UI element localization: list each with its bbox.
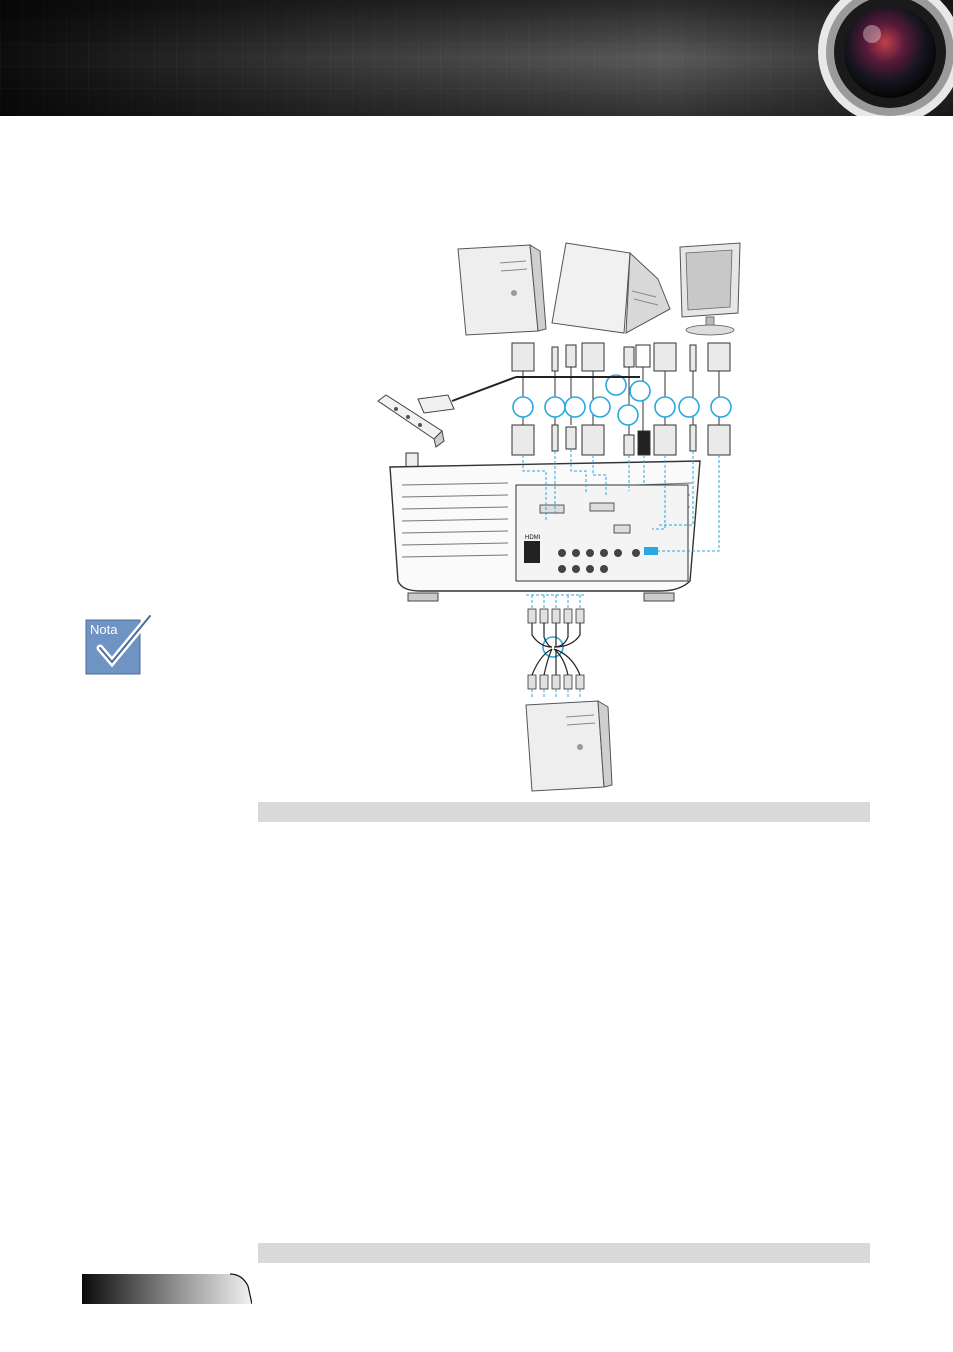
note-icon: Nota [84,612,154,680]
monitor-icon [679,242,741,336]
bnc-connection-lines [526,594,586,699]
checkmark-icon [85,612,154,675]
projector-icon: HDMI [389,460,701,602]
connection-diagram: HDMI [340,235,760,795]
power-strip-icon [377,394,445,448]
page-tab-graphic [82,1273,253,1305]
laptop-icon [551,242,671,334]
note-label: Nota [90,622,118,637]
section-bar-top [258,802,870,822]
connection-diagram-graphic: HDMI [377,242,741,792]
bnc-cables [531,623,581,676]
connection-lines [522,449,720,552]
desktop-computer-icon [525,700,613,792]
header-banner-graphic [0,0,953,116]
header-banner [0,0,953,116]
hdmi-label: HDMI [525,535,541,541]
lens-icon [818,0,953,116]
section-bar-bottom [258,1243,870,1263]
cable-connectors-top [511,342,731,456]
page-number-tab [82,1272,253,1306]
desktop-computer-icon [457,244,547,336]
sync-box-icon [417,376,640,414]
